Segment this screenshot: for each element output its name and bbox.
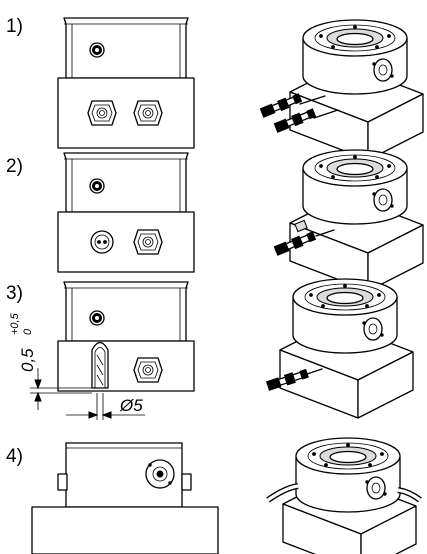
dimension-height-value: 0,5 xyxy=(18,348,37,372)
step-3-iso-view xyxy=(265,278,414,419)
step-label-2: 2) xyxy=(6,156,23,177)
step-label-3: 3) xyxy=(6,283,23,304)
hose-nipple-icon xyxy=(133,357,163,383)
dimension-diameter-value: Ø5 xyxy=(119,396,143,415)
step-3-front-view xyxy=(30,281,195,420)
step-4-iso-view xyxy=(266,437,422,554)
plug-icon xyxy=(294,219,308,233)
step-1-iso-view xyxy=(259,19,424,161)
step-1-front-view xyxy=(57,17,195,149)
port-icon xyxy=(89,42,105,58)
step-label-1: 1) xyxy=(6,16,23,37)
hose-nipple-icon xyxy=(133,229,163,255)
hose-nipple-icon xyxy=(87,100,117,126)
step-label-4: 4) xyxy=(6,446,23,467)
port-icon xyxy=(89,178,105,194)
step-4-front-view xyxy=(1,442,241,554)
hose-nipple-icon xyxy=(91,341,109,389)
step-2-iso-view xyxy=(273,149,424,292)
plug-icon xyxy=(90,230,114,254)
hose-nipple-icon xyxy=(133,100,163,126)
dimension-height-tolerance-upper: +0,5 xyxy=(9,312,21,335)
dimension-height-tolerance-lower: 0 xyxy=(22,328,34,335)
step-2-front-view xyxy=(57,152,195,273)
port-icon xyxy=(89,310,105,326)
